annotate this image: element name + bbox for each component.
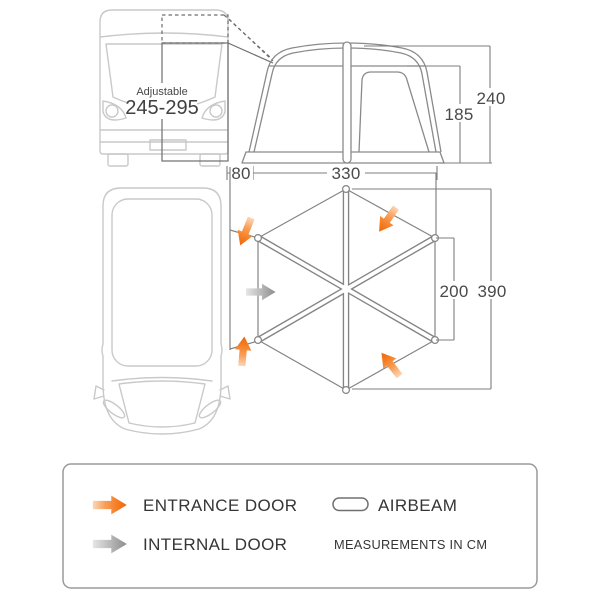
- airbeam-diagonal-2: [258, 237, 435, 341]
- legend-internal-door-label: INTERNAL DOOR: [143, 535, 287, 554]
- van-mirror-right: [219, 385, 231, 400]
- legend-box: [62, 463, 538, 589]
- van-roofline: [99, 32, 229, 38]
- van-wheel-left: [107, 153, 129, 167]
- beam-node-bottom: [342, 386, 351, 395]
- van-headlight-topview-left: [102, 399, 126, 419]
- legend-entrance-door-label: ENTRANCE DOOR: [143, 496, 297, 515]
- door-arrows: [232, 202, 407, 382]
- adjustable-range: 245-295: [125, 97, 198, 119]
- adjustable-label: Adjustable: [136, 86, 187, 98]
- beam-node-top-left: [254, 234, 263, 243]
- van-windshield-top: [111, 376, 213, 382]
- van-roof-panel: [111, 198, 213, 367]
- van-windshield-topview: [118, 380, 206, 428]
- van-headlight-left: [102, 100, 127, 121]
- airbeam-tubes: [256, 187, 437, 392]
- dim-width-330: 330: [332, 164, 361, 183]
- adjustable-height-overlay: Adjustable 245-295: [125, 14, 274, 162]
- van-license-plate: [149, 139, 187, 151]
- van-wheel-right: [199, 153, 221, 167]
- entrance-door-arrow-icon-top-right: [372, 202, 403, 237]
- legend-airbeam-label: AIRBEAM: [378, 496, 457, 515]
- front-view-dimensions: 80 330 185 240: [226, 45, 510, 183]
- awning-floor-plan: [229, 167, 440, 395]
- van-headlight-topview-right: [198, 399, 222, 419]
- van-headlight-right: [201, 100, 226, 121]
- dim-door-height-185: 185: [445, 105, 474, 124]
- dim-depth-390: 390: [478, 282, 507, 301]
- beam-node-bottom-left: [254, 336, 263, 345]
- dim-peak-height-240: 240: [477, 89, 506, 108]
- entrance-door-arrow-icon-bottom-left: [233, 335, 253, 367]
- entrance-door-arrow-icon-bottom-right: [374, 347, 407, 382]
- legend: ENTRANCE DOOR AIRBEAM INTERNAL DOOR MEAS…: [62, 463, 538, 589]
- dim-inner-200: 200: [440, 282, 469, 301]
- van-mirror-left: [93, 385, 105, 400]
- van-top-view: [93, 187, 231, 435]
- legend-measurements-note: MEASUREMENTS IN CM: [334, 537, 487, 552]
- beam-node-top: [342, 185, 351, 194]
- dim-gap-80: 80: [231, 164, 250, 183]
- center-airbeam-front: [342, 41, 352, 164]
- awning-front-view: [241, 41, 445, 164]
- awning-front-door-outline: [358, 71, 430, 153]
- airbeam-icon: [332, 497, 369, 512]
- floor-plan-dimensions: 200 390: [352, 188, 510, 390]
- connection-zone-dashed: [161, 14, 229, 44]
- internal-door-arrow-icon-plan: [246, 283, 276, 301]
